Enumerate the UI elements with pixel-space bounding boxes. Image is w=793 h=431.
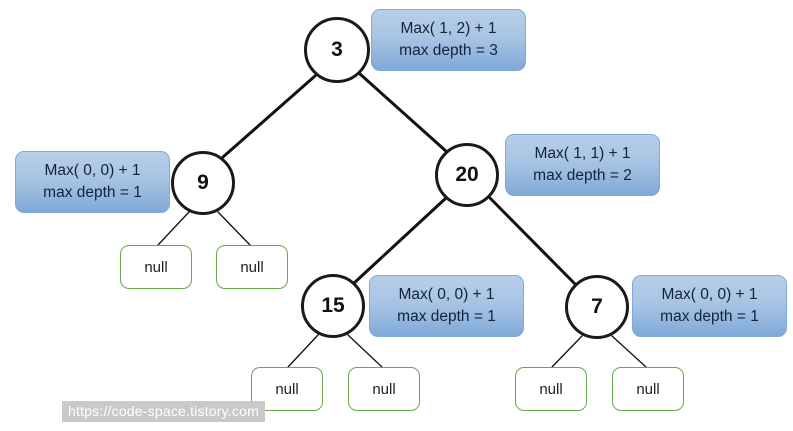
callout-7: Max( 0, 0) + 1 max depth = 1 [632,275,787,337]
edge-15-null-l [287,334,319,368]
edge-9-null-l [157,211,190,246]
null-7-right[interactable]: null [612,367,684,411]
tree-node-3[interactable]: 3 [304,17,370,83]
tree-node-20[interactable]: 20 [435,143,499,207]
edge-3-20 [358,72,449,154]
tree-node-7[interactable]: 7 [565,275,629,339]
edge-3-9 [221,74,317,159]
callout-20: Max( 1, 1) + 1 max depth = 2 [505,134,660,196]
callout-line-1: Max( 1, 1) + 1 [534,144,631,162]
edge-7-null-r [611,335,647,368]
callout-line-2: max depth = 1 [397,308,496,325]
edge-20-7 [487,195,579,288]
callout-line-2: max depth = 2 [533,167,632,184]
callout-line-2: max depth = 1 [660,308,759,325]
callout-root: Max( 1, 2) + 1 max depth = 3 [371,9,526,71]
callout-line-1: Max( 0, 0) + 1 [44,161,141,179]
edge-15-null-r [347,334,383,368]
edge-7-null-l [551,335,583,368]
null-15-right[interactable]: null [348,367,420,411]
callout-line-1: Max( 1, 2) + 1 [400,19,497,37]
callout-line-2: max depth = 1 [43,184,142,201]
null-15-left[interactable]: null [251,367,323,411]
null-7-left[interactable]: null [515,367,587,411]
null-9-right[interactable]: null [216,245,288,289]
callout-line-1: Max( 0, 0) + 1 [398,285,495,303]
edge-9-null-r [217,211,251,246]
null-9-left[interactable]: null [120,245,192,289]
callout-9: Max( 0, 0) + 1 max depth = 1 [15,151,170,213]
callout-15: Max( 0, 0) + 1 max depth = 1 [369,275,524,337]
callout-line-2: max depth = 3 [399,42,498,59]
edge-20-15 [351,196,448,286]
tree-node-15[interactable]: 15 [301,274,365,338]
callout-line-1: Max( 0, 0) + 1 [661,285,758,303]
tree-node-9[interactable]: 9 [171,151,235,215]
watermark: https://code-space.tistory.com [62,401,265,422]
